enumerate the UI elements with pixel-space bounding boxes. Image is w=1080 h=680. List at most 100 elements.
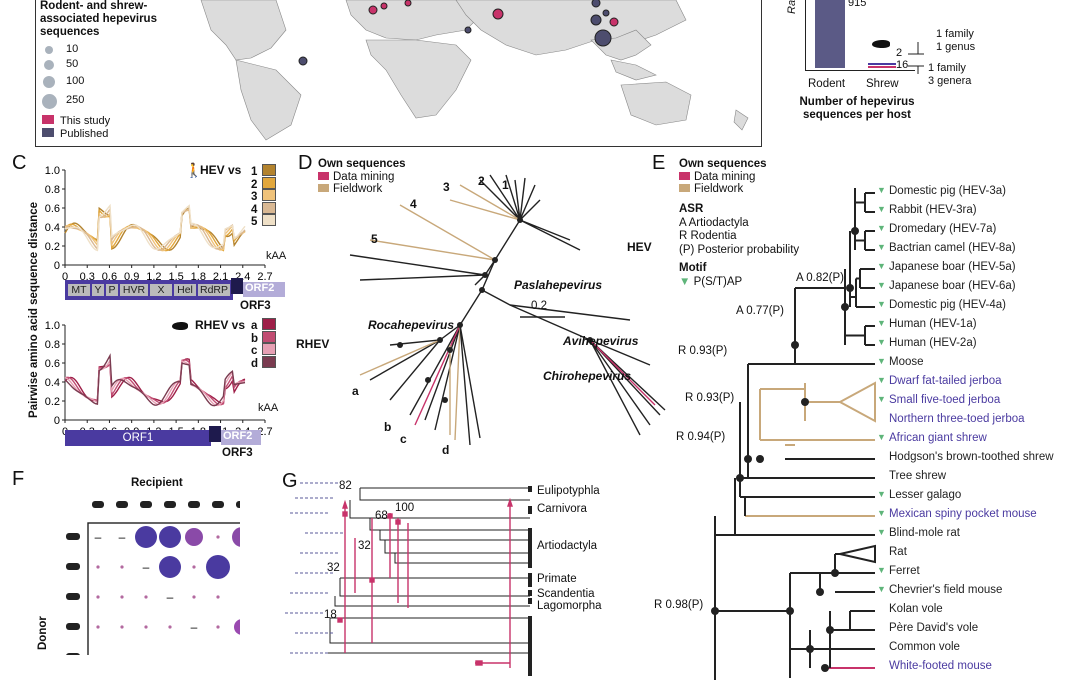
axis-x [805,70,915,71]
distance-line [64,203,246,252]
domain-hvr: HVR [120,284,148,296]
domain-hel: Hel [174,284,196,296]
bar-shrew-a [868,63,896,65]
asr-node-1: A 0.82(P) [796,272,844,284]
d-fieldwork: Fieldwork [333,183,383,195]
e-asr-line-1: A Artiodactyla [679,216,749,229]
rhev-key-b: b [251,330,276,345]
orf3-top: ORF3 [240,300,271,312]
g-number-100: 100 [395,502,415,514]
transmission-bubble [159,526,181,548]
d-label-d: d [442,443,450,457]
taxon-label: Rat [889,546,907,558]
distance-line [64,353,246,407]
x-tick: 2.7 [257,271,272,283]
d-chirohepevirus: Chirohepevirus [543,369,632,383]
orf2-bottom: ORF2 [221,430,261,445]
taxon-label: Mexican spiny pocket mouse [889,508,1037,520]
motif-triangle-icon: ▼ [877,394,886,404]
d-hev: HEV [627,240,652,254]
phylogeny-unrooted [349,174,666,446]
cophylogeny [285,482,532,676]
motif-triangle-icon: ▼ [877,204,886,214]
d-own-sequences: Own sequences [318,158,406,170]
rhev-vs-label: RHEV vs [195,318,246,332]
matrix-cell [216,535,220,539]
host-icon [92,501,104,508]
d-label-a: a [352,384,359,398]
taxon-label: Bactrian camel (HEV-8a) [889,242,1016,254]
rattus-label: Rattus [786,0,798,14]
taxon-label: Northern three-toed jerboa [889,413,1025,425]
g-eulipotyphla: Eulipotyphla [537,485,600,497]
panel-g-letter: G [282,470,298,492]
e-asr: ASR [679,203,704,215]
panel-e-letter: E [652,152,666,174]
self-dash: – [119,530,126,544]
domain-rdrp: RdRP [198,284,230,296]
host-icon [212,501,224,508]
tree-node [756,455,764,463]
host-icon [66,653,80,655]
host-icon [66,533,80,540]
matrix-cell [216,625,220,629]
human-icon: 🚶 [185,162,203,178]
hev-vs-label: HEV vs [200,163,242,177]
tree-node [736,474,744,482]
g-number-18: 18 [324,609,337,621]
distance-line [64,358,246,405]
motif-triangle-icon: ▼ [877,242,886,252]
shrew-icon [872,40,890,48]
e-datamining: Data mining [694,170,756,183]
g-number-32a: 32 [358,540,371,552]
tree-node [851,227,859,235]
self-dash: – [143,560,150,574]
genera-3: 3 genera [928,75,972,87]
taxon-label: African giant shrew [889,432,987,444]
x-rodent: Rodent [808,78,846,90]
rhev-key-c: c [251,343,276,357]
map-legend-title: Rodent- and shrew-associated hepevirus s… [40,0,157,38]
domain-mt: MT [68,284,90,296]
tree-node [821,664,829,672]
matrix-cell [144,625,148,629]
motif-triangle-icon: ▼ [877,527,886,537]
matrix-cell [96,625,100,629]
f-recipient: Recipient [131,477,183,489]
e-motif-text: P(S/T)AP [693,275,743,288]
bar-rodent [815,0,845,68]
unit-bottom: kAA [258,402,279,414]
taxon-label: Tree shrew [889,470,947,482]
motif-triangle-icon: ▼ [877,375,886,385]
matrix-cell [120,595,124,599]
panel-b: Rattus 915 2 16 1 family 1 genus 1 famil… [780,0,1080,150]
motif-triangle-icon: ▼ [877,223,886,233]
motif-triangle-icon: ▼ [877,356,886,366]
taxon-label: Japanese boar (HEV-6a) [889,280,1016,292]
taxon-label: Domestic pig (HEV-4a) [889,299,1006,311]
orf3-box-bottom [209,426,221,442]
y-tick: 0.2 [45,241,60,253]
d-label-1: 1 [502,178,509,192]
x-tick: 2.7 [257,426,272,438]
domain-p: P [106,284,118,296]
taxon-label: Common vole [889,641,960,653]
hev-key-1: 1 [251,164,276,178]
motif-triangle-icon: ▼ [877,432,886,442]
y-tick: 0.4 [45,377,60,389]
count-shrew-b: 16 [896,59,909,71]
self-dash: – [215,650,222,655]
motif-triangle-icon: ▼ [877,185,886,195]
d-label-2: 2 [478,174,485,188]
motif-triangle-icon: ▼ [877,318,886,328]
rhev-key-a: a [251,318,276,332]
taxon-label: Ferret [889,565,920,577]
x-axis-label: Number of hepevirus sequences per host [799,96,915,121]
rhev-key-d: d [251,355,276,370]
taxon-label: Dwarf fat-tailed jerboa [889,375,1002,387]
motif-triangle-icon: ▼ [877,508,886,518]
tree-node [841,303,849,311]
distance-line [64,208,246,252]
taxon-label: Dromedary (HEV-7a) [889,223,997,235]
